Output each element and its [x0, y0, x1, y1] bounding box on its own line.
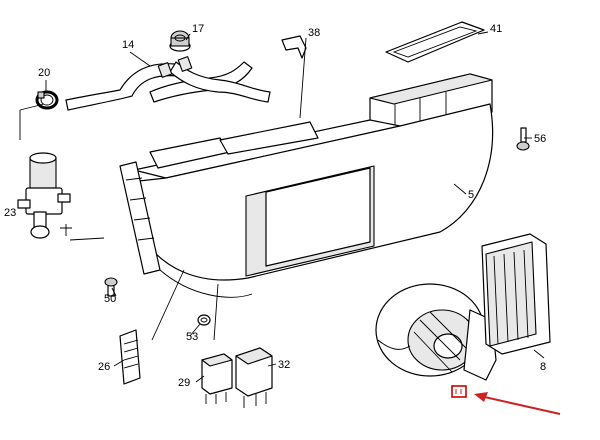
- blower-motor: [375, 283, 497, 381]
- callout-56: 56: [534, 133, 546, 145]
- callout-14: 14: [122, 39, 134, 51]
- heater-core-8: [481, 233, 551, 355]
- relay-32: [235, 347, 273, 408]
- callout-41: 41: [490, 23, 502, 35]
- callout-32: 32: [278, 359, 290, 371]
- clip-38: [281, 35, 307, 59]
- highlight-annotation: [451, 385, 561, 415]
- callout-50: 50: [104, 293, 116, 305]
- callout-29: 29: [178, 377, 190, 389]
- hose-assembly-14: [65, 56, 271, 111]
- callout-17: 17: [192, 23, 204, 35]
- gasket-41: [385, 21, 485, 63]
- leader-lines: [19, 31, 545, 383]
- callout-numbers: 14 17 20 23 38 41 56 5 50 53 26 29 32 8: [4, 23, 546, 389]
- resistor-26: [119, 329, 141, 385]
- arrow-icon: [474, 392, 488, 402]
- grommet-53: [197, 314, 211, 326]
- callout-53: 53: [186, 331, 198, 343]
- callout-5: 5: [468, 189, 474, 201]
- relay-29: [201, 353, 233, 404]
- screw-56: [516, 127, 530, 151]
- grommet-17: [169, 30, 191, 52]
- callout-38: 38: [308, 27, 320, 39]
- highlight-arrow-shaft: [479, 395, 561, 415]
- bolt-50: [104, 277, 118, 297]
- callout-26: 26: [98, 361, 110, 373]
- heater-housing-5: [119, 73, 494, 298]
- hose-clamp-20: [35, 90, 59, 110]
- callout-20: 20: [38, 67, 50, 79]
- water-valve-23: [17, 152, 72, 239]
- highlight-box: [451, 385, 467, 398]
- callout-8: 8: [540, 361, 546, 373]
- callout-23: 23: [4, 207, 16, 219]
